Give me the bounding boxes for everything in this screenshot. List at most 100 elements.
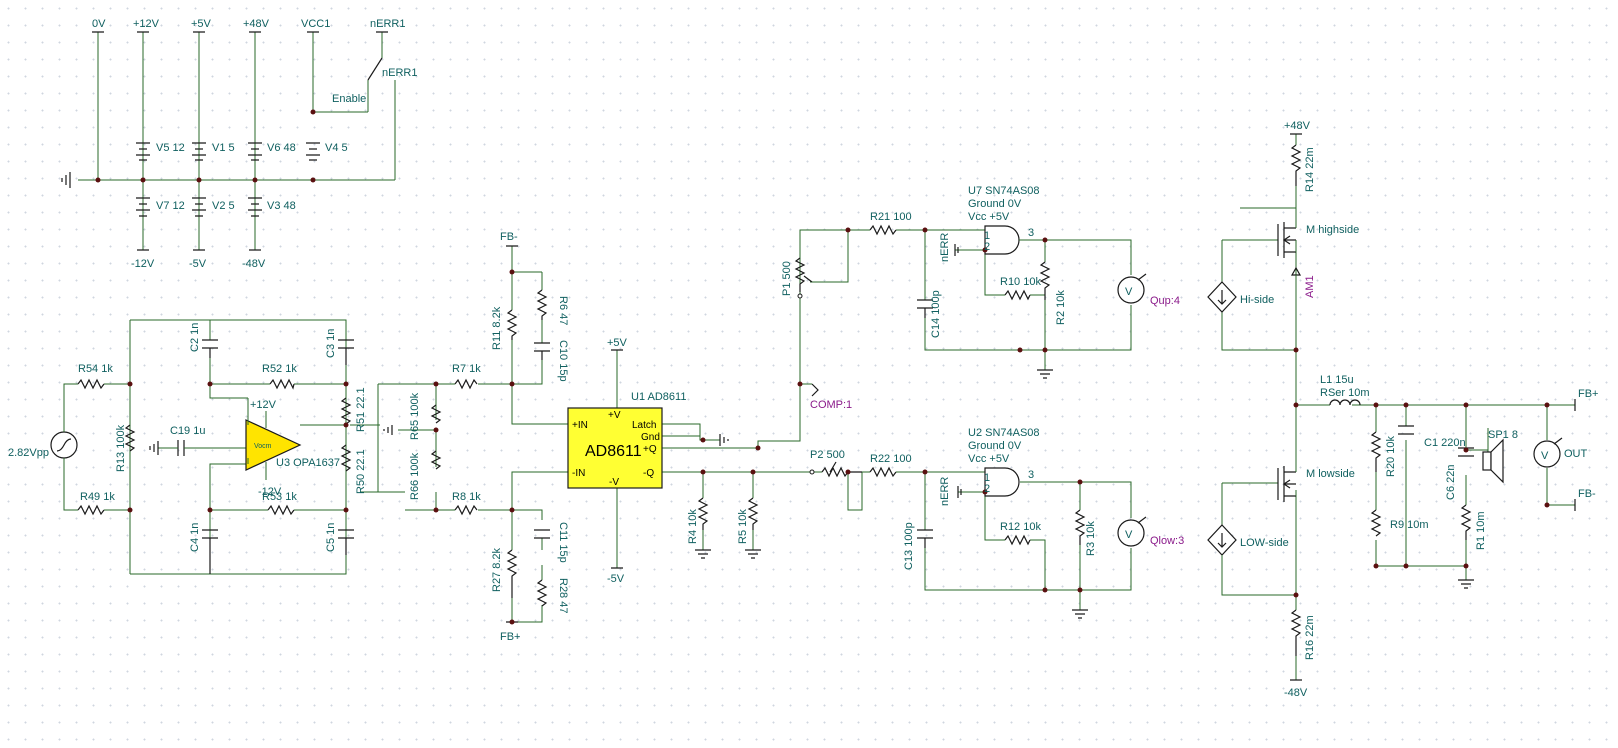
resistor-r7[interactable] bbox=[454, 378, 478, 390]
r11-label: R11 8.2k bbox=[491, 306, 503, 350]
resistor-r51[interactable] bbox=[340, 397, 352, 425]
u3-minus12v-label: -12V bbox=[258, 486, 282, 498]
r10-label: R10 10k bbox=[1000, 276, 1041, 288]
speaker-sp1[interactable] bbox=[1482, 438, 1504, 484]
u3-plus12v-label: +12V bbox=[250, 399, 277, 411]
resistor-r9[interactable] bbox=[1370, 509, 1382, 537]
mosfet-lowside[interactable] bbox=[1277, 466, 1296, 502]
c1-label: C1 220n bbox=[1424, 437, 1466, 449]
r27-label: R27 8.2k bbox=[491, 547, 503, 592]
battery-v7[interactable] bbox=[136, 197, 150, 217]
inductor-l1[interactable] bbox=[1329, 399, 1361, 406]
r49-label: R49 1k bbox=[80, 491, 115, 503]
comparator-u1[interactable] bbox=[567, 407, 663, 489]
u7-pin2: 2 bbox=[984, 241, 990, 253]
hi-side-source[interactable] bbox=[1207, 281, 1237, 313]
resistor-r14[interactable] bbox=[1290, 144, 1302, 186]
opamp-u3[interactable] bbox=[245, 419, 302, 471]
resistor-r6[interactable] bbox=[536, 289, 548, 320]
u7-label: U7 SN74AS08 bbox=[968, 185, 1040, 197]
pin-in-plus: +IN bbox=[572, 420, 588, 431]
resistor-r16[interactable] bbox=[1290, 609, 1302, 656]
battery-v6[interactable] bbox=[248, 142, 262, 161]
comp1-probe[interactable] bbox=[811, 383, 819, 397]
pin-q-minus: -Q bbox=[643, 468, 654, 479]
and-gate-u2[interactable] bbox=[984, 467, 1020, 497]
capacitor-c1[interactable] bbox=[1398, 425, 1414, 435]
r54-label: R54 1k bbox=[78, 363, 113, 375]
resistor-r4[interactable] bbox=[697, 497, 709, 530]
r8-label: R8 1k bbox=[452, 491, 481, 503]
u2-ground-label: Ground 0V bbox=[968, 440, 1022, 452]
c13-label: C13 100p bbox=[903, 522, 915, 570]
resistor-r53[interactable] bbox=[267, 504, 295, 516]
pin-in-minus: -IN bbox=[572, 468, 585, 479]
resistor-r28[interactable] bbox=[536, 579, 548, 607]
low-side-source[interactable] bbox=[1207, 524, 1237, 556]
input-stage-block bbox=[50, 319, 440, 575]
potentiometer-p1[interactable] bbox=[794, 257, 806, 292]
resistor-r52[interactable] bbox=[269, 378, 295, 390]
resistor-r66[interactable] bbox=[430, 450, 442, 470]
voltmeter-qup[interactable] bbox=[1117, 273, 1147, 304]
v1-label: V1 5 bbox=[212, 142, 235, 154]
and-gate-u7[interactable] bbox=[984, 225, 1020, 255]
resistor-r54[interactable] bbox=[77, 378, 105, 390]
r6-label: R6 47 bbox=[557, 296, 569, 325]
battery-v5[interactable] bbox=[136, 142, 150, 161]
potentiometer-p2[interactable] bbox=[821, 466, 862, 478]
u7-pin3: 3 bbox=[1028, 227, 1034, 239]
resistor-r20[interactable] bbox=[1370, 431, 1382, 472]
capacitor-c2[interactable] bbox=[202, 339, 218, 358]
r13-label: R13 100k bbox=[115, 424, 127, 472]
resistor-r11[interactable] bbox=[506, 309, 518, 340]
p1-label: P1 500 bbox=[781, 261, 793, 296]
resistor-r21[interactable] bbox=[869, 224, 897, 236]
u2-label: U2 SN74AS08 bbox=[968, 427, 1040, 439]
power-supply-block bbox=[61, 31, 396, 251]
capacitor-c11[interactable] bbox=[534, 529, 550, 539]
resistor-r10[interactable] bbox=[1004, 289, 1031, 301]
resistor-r12[interactable] bbox=[1004, 534, 1031, 546]
resistor-r5[interactable] bbox=[747, 497, 759, 530]
pin-q-plus: +Q bbox=[643, 444, 657, 455]
capacitor-c19[interactable] bbox=[177, 440, 185, 456]
resistor-r2[interactable] bbox=[1039, 261, 1051, 300]
resistor-r1[interactable] bbox=[1460, 504, 1472, 540]
battery-v1[interactable] bbox=[192, 142, 206, 161]
capacitor-c3[interactable] bbox=[338, 339, 354, 365]
resistor-r49[interactable] bbox=[77, 504, 105, 516]
mosfet-highside[interactable] bbox=[1277, 222, 1296, 258]
capacitor-c5[interactable] bbox=[338, 529, 354, 555]
c19-label: C19 1u bbox=[170, 425, 205, 437]
resistor-r3[interactable] bbox=[1074, 509, 1086, 545]
r65-label: R65 100k bbox=[409, 392, 421, 440]
low-side-label: LOW-side bbox=[1240, 537, 1289, 549]
capacitor-c13[interactable] bbox=[917, 529, 933, 548]
am1-label: AM1 bbox=[1304, 275, 1316, 298]
resistor-r8[interactable] bbox=[454, 504, 478, 516]
voltmeter-qlow[interactable] bbox=[1117, 516, 1147, 547]
c11-label: C11 15p bbox=[557, 522, 569, 563]
ammeter-am1[interactable] bbox=[1290, 266, 1302, 300]
rail-plus12v-label: +12V bbox=[133, 18, 160, 30]
r66-label: R66 100k bbox=[409, 452, 421, 500]
mosfet-lowside-label: M lowside bbox=[1306, 468, 1355, 480]
capacitor-c14[interactable] bbox=[917, 299, 933, 318]
voltmeter-out[interactable] bbox=[1533, 437, 1563, 468]
battery-v4[interactable] bbox=[306, 142, 320, 161]
rail-0v-label: 0V bbox=[92, 18, 106, 30]
resistor-r65[interactable] bbox=[430, 404, 442, 424]
u2-pin2: 2 bbox=[984, 483, 990, 495]
capacitor-c4[interactable] bbox=[202, 529, 218, 574]
resistor-r27[interactable] bbox=[506, 549, 518, 598]
battery-v3[interactable] bbox=[248, 197, 262, 217]
pin-v-minus: -V bbox=[609, 477, 619, 488]
resistor-r13[interactable] bbox=[124, 424, 136, 452]
capacitor-c10[interactable] bbox=[534, 342, 550, 360]
battery-v2[interactable] bbox=[192, 197, 206, 217]
resistor-r22[interactable] bbox=[869, 466, 897, 478]
resistor-r50[interactable] bbox=[340, 444, 352, 472]
